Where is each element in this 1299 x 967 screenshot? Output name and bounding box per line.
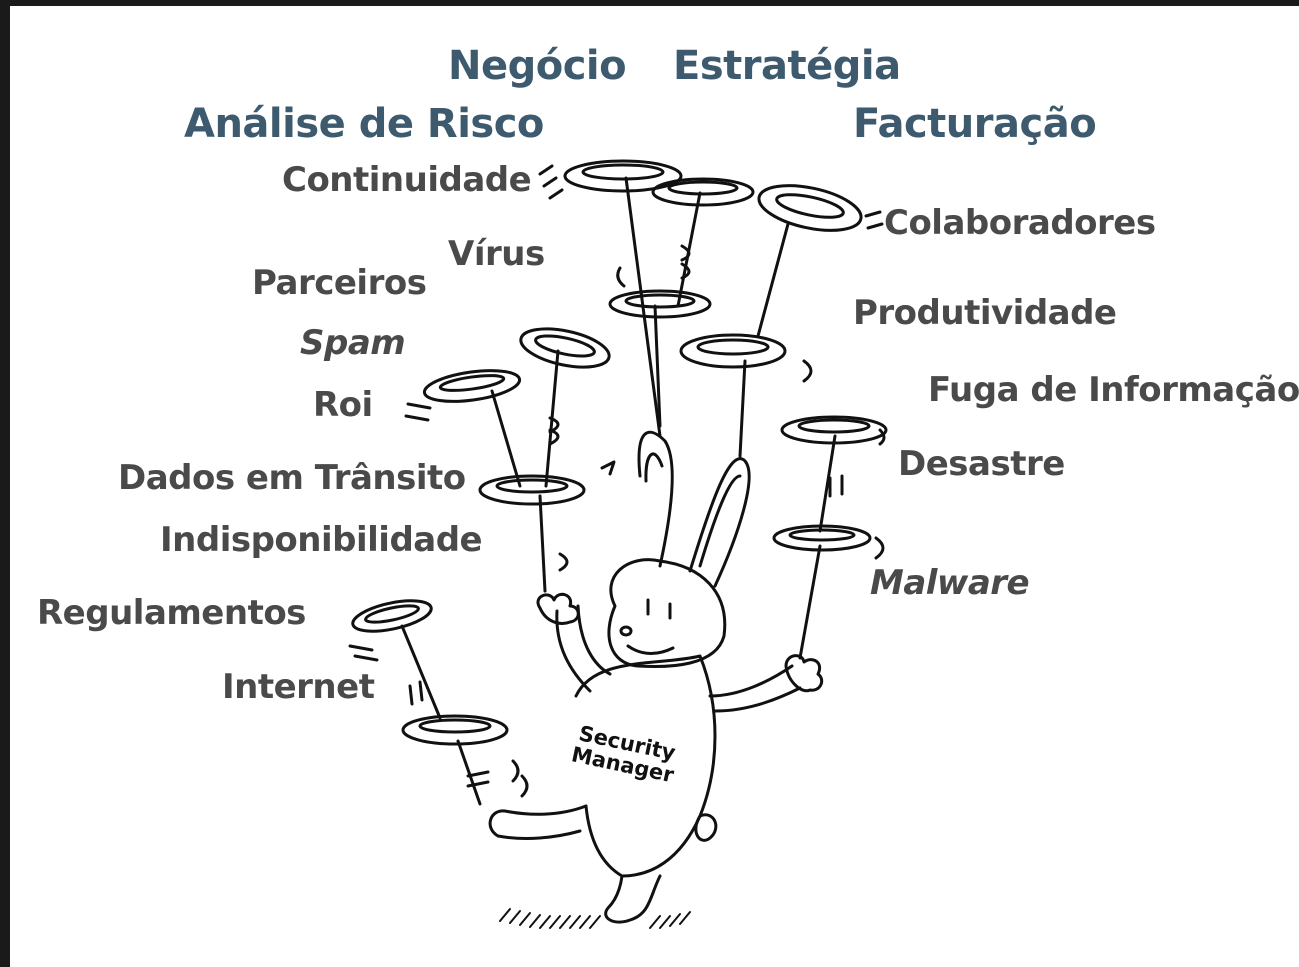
plate [563, 159, 683, 193]
stick [400, 624, 442, 720]
label-facturacao: Facturação [853, 101, 1097, 147]
stick [538, 494, 547, 593]
stick [490, 389, 522, 488]
stick [676, 191, 702, 308]
plate [757, 184, 863, 232]
label-virus: Vírus [448, 234, 545, 274]
plate [401, 714, 509, 746]
label-dados-transito: Dados em Trânsito [118, 458, 466, 498]
plate [608, 289, 712, 319]
plate [780, 415, 888, 445]
stick [818, 434, 837, 533]
label-analise-risco: Análise de Risco [184, 101, 544, 147]
stick [456, 739, 482, 806]
label-continuidade: Continuidade [282, 160, 532, 200]
label-roi: Roi [313, 385, 373, 425]
plate [351, 599, 433, 633]
juggling-rabbit-illustration [348, 159, 888, 929]
label-parceiros: Parceiros [252, 263, 427, 303]
plate [772, 524, 872, 552]
slide-canvas: Security Manager Negócio Estratégia Anál… [10, 6, 1299, 967]
stick [738, 359, 747, 458]
stick [756, 222, 790, 338]
plate [422, 369, 522, 403]
plate [519, 327, 611, 369]
stick [798, 544, 822, 660]
label-desastre: Desastre [898, 444, 1065, 484]
stick [653, 304, 662, 428]
plate [478, 474, 586, 506]
label-spam: Spam [300, 323, 406, 363]
label-estrategia: Estratégia [673, 43, 901, 89]
label-colaboradores: Colaboradores [884, 203, 1156, 243]
label-indisponibilidade: Indisponibilidade [160, 520, 483, 560]
plate [651, 177, 755, 207]
label-regulamentos: Regulamentos [37, 593, 306, 633]
label-negocio: Negócio [448, 43, 627, 89]
label-malware: Malware [870, 563, 1030, 603]
label-fuga-informacao: Fuga de Informação [928, 370, 1299, 410]
label-internet: Internet [222, 667, 375, 707]
plate [679, 333, 787, 369]
label-produtividade: Produtividade [853, 293, 1117, 333]
